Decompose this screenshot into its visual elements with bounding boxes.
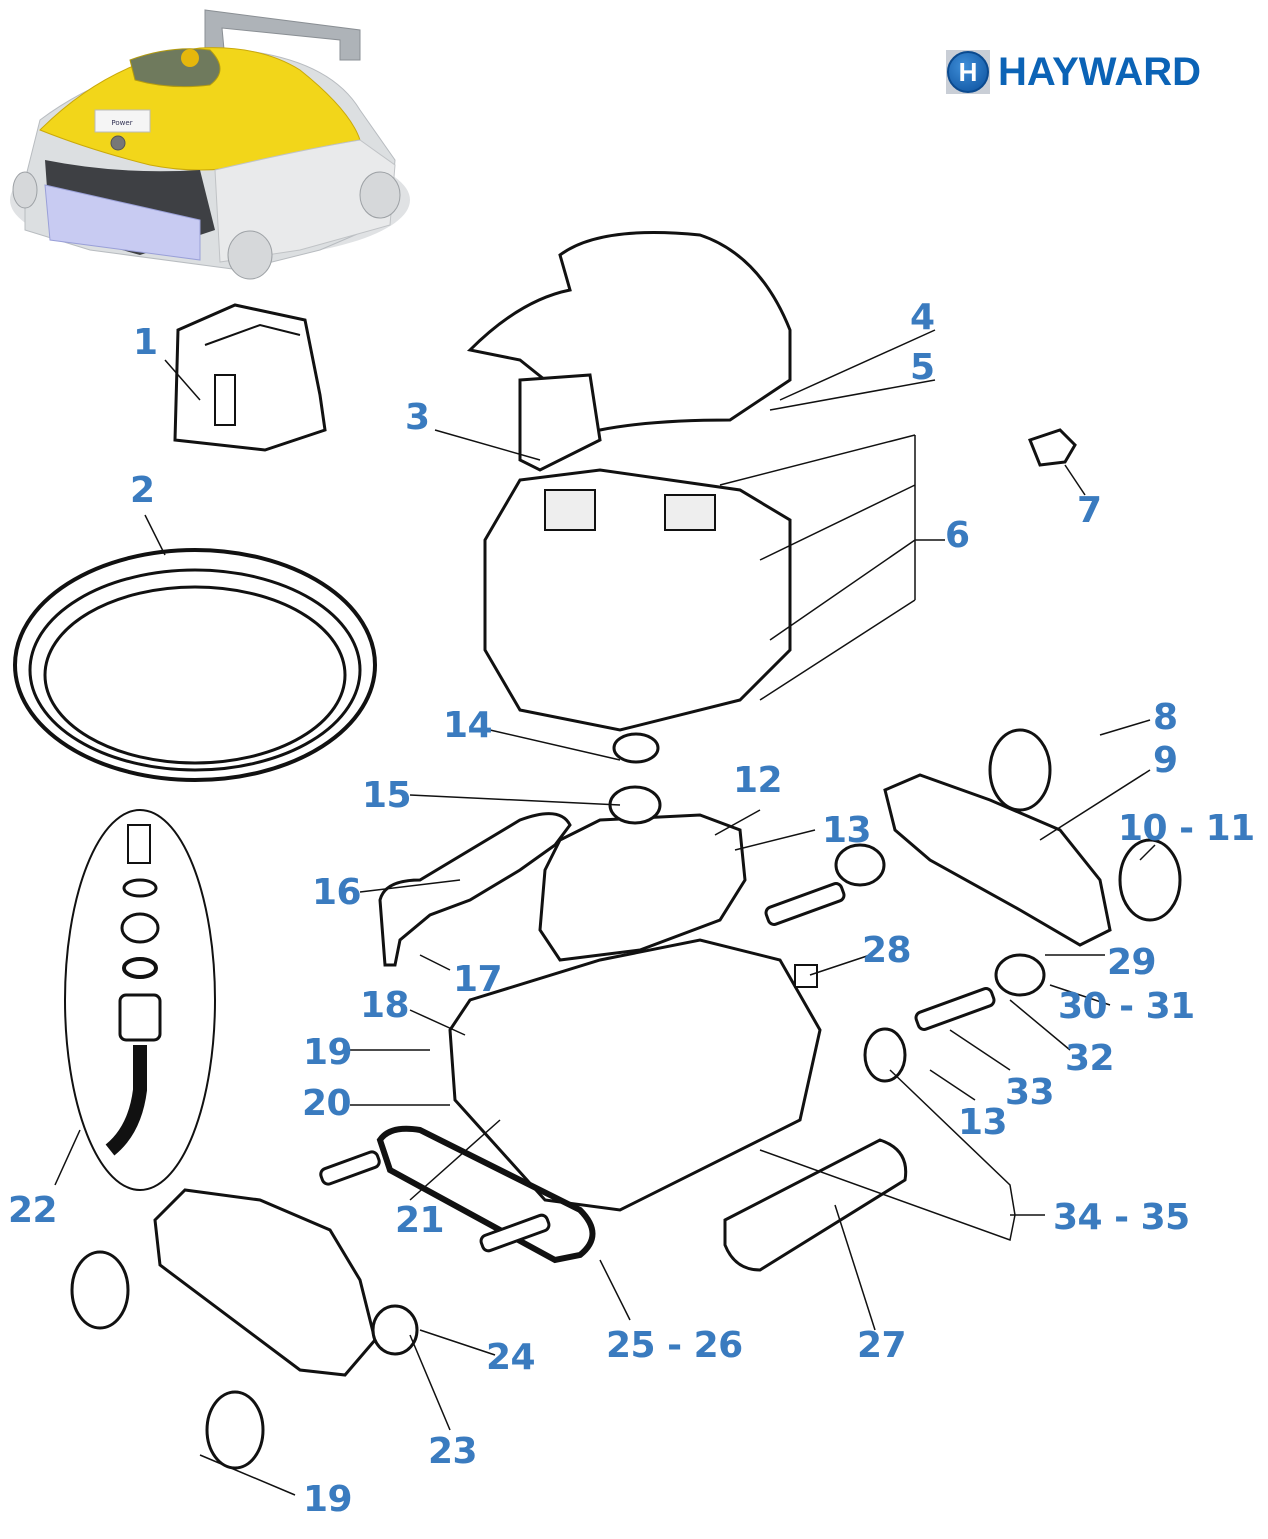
hayward-logo: H HAYWARD (946, 48, 1201, 96)
part-gear-left (371, 1304, 419, 1356)
part-top-cover (466, 231, 792, 442)
callout-32: 32 (1065, 1038, 1115, 1079)
callout-22: 22 (8, 1190, 58, 1231)
callout-10-11: 10 - 11 (1118, 808, 1255, 849)
logo-text: HAYWARD (998, 49, 1201, 94)
part-axle-upper (764, 882, 846, 926)
part-wheel-left-lower (205, 1390, 265, 1470)
product-badge-text: Power (111, 119, 132, 127)
callout-7: 7 (1077, 490, 1102, 531)
leader-lines (54, 329, 1156, 1496)
callout-19-upper: 19 (303, 1032, 353, 1073)
callout-18: 18 (360, 985, 410, 1026)
part-28 (794, 964, 818, 988)
callout-13-lower: 13 (958, 1102, 1008, 1143)
logo-mark: H (946, 50, 990, 94)
part-wheel-upper-right (988, 728, 1052, 812)
part-side-cover-left (153, 1188, 377, 1377)
callout-8: 8 (1153, 697, 1178, 738)
part-filter-panel (518, 373, 602, 472)
part-brush (723, 1138, 908, 1272)
callout-28: 28 (862, 930, 912, 971)
callout-27: 27 (857, 1325, 907, 1366)
callout-1: 1 (133, 322, 158, 363)
part-14 (612, 732, 660, 764)
part-drawings (13, 231, 1182, 1470)
logo-h-icon: H (947, 51, 989, 93)
part-7 (1028, 428, 1077, 467)
part-axle-lower (914, 987, 996, 1031)
callout-19-lower: 19 (303, 1479, 353, 1520)
part-axle-left (479, 1213, 551, 1253)
part-axle-left-upper (319, 1150, 381, 1186)
callout-2: 2 (130, 470, 155, 511)
part-handle (378, 812, 572, 967)
callout-25-26: 25 - 26 (606, 1325, 743, 1366)
callout-21: 21 (395, 1200, 445, 1241)
product-photo: Power (10, 9, 410, 280)
callout-4: 4 (910, 297, 935, 338)
callout-17: 17 (453, 959, 503, 1000)
callout-12: 12 (733, 760, 783, 801)
part-side-cover-right (883, 773, 1112, 947)
callout-29: 29 (1107, 942, 1157, 983)
callout-6: 6 (945, 515, 970, 556)
callout-3: 3 (405, 397, 430, 438)
callout-34-35: 34 - 35 (1053, 1197, 1190, 1238)
part-wheel-lower-right (1118, 838, 1182, 922)
callout-20: 20 (302, 1083, 352, 1124)
part-swivel-callout (64, 809, 216, 1191)
part-gear-upper (834, 843, 886, 887)
callout-23: 23 (428, 1431, 478, 1472)
callout-24: 24 (486, 1337, 536, 1378)
callout-16: 16 (312, 872, 362, 913)
callout-30-31: 30 - 31 (1058, 986, 1195, 1027)
callout-13-upper: 13 (822, 810, 872, 851)
callout-14: 14 (443, 705, 493, 746)
part-wheel-left-upper (70, 1250, 130, 1330)
part-track (376, 1125, 596, 1264)
part-gear-lower (994, 953, 1046, 997)
callout-33: 33 (1005, 1072, 1055, 1113)
part-bearing (863, 1027, 907, 1083)
part-cable-coil (13, 548, 377, 782)
callout-5: 5 (910, 347, 935, 388)
callout-9: 9 (1153, 740, 1178, 781)
callout-15: 15 (362, 775, 412, 816)
part-power-supply (173, 303, 327, 452)
part-motor-block (538, 813, 747, 962)
part-chassis (448, 938, 822, 1212)
part-filter-basket (483, 468, 792, 732)
